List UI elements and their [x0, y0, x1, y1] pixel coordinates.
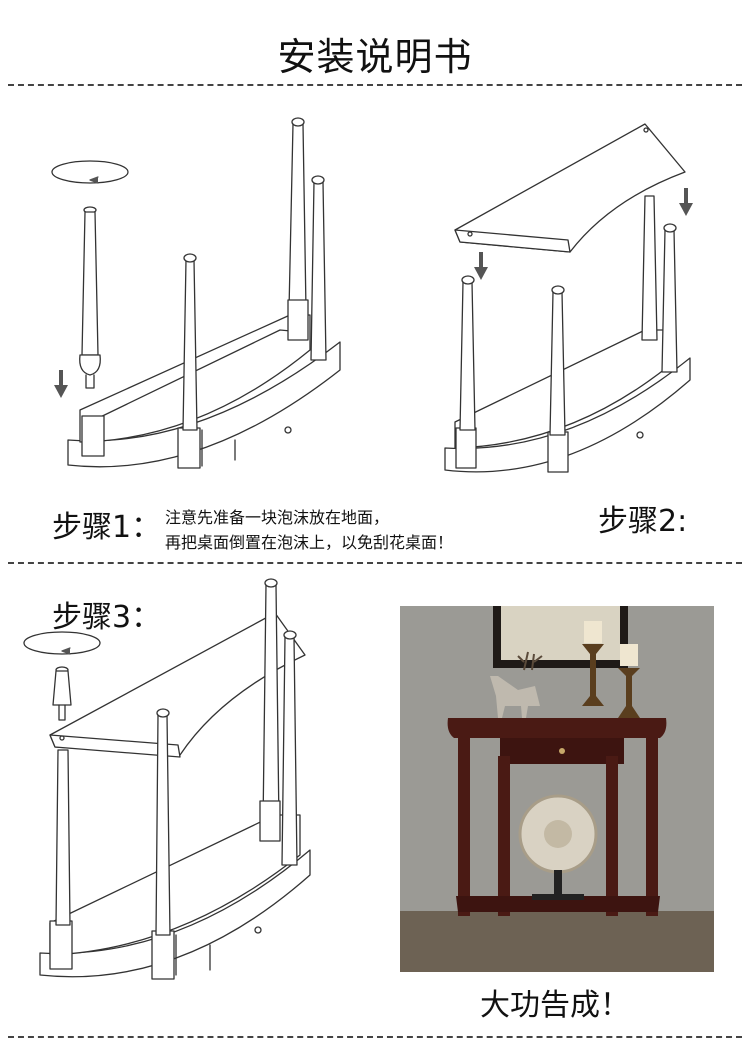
rotate-arrow-icon [23, 631, 101, 655]
step2-label: 步骤2: [598, 504, 688, 539]
standing-legs [182, 117, 327, 431]
page-title: 安装说明书 [277, 35, 473, 79]
step1-note-line2: 再把桌面倒置在泡沫上，以免刮花桌面！ [165, 533, 454, 552]
table-top-panel [454, 123, 686, 253]
down-arrow-icon [679, 188, 693, 216]
rotate-arrow-icon [51, 160, 129, 184]
step3-label: 步骤3： [52, 600, 162, 635]
step1-label: 步骤1： [52, 510, 162, 545]
loose-leg [79, 206, 101, 389]
step1-note: 注意先准备一块泡沫放在地面， 再把桌面倒置在泡沫上，以免刮花桌面！ [165, 505, 453, 555]
loose-foot [52, 666, 72, 721]
standing-legs [459, 195, 678, 436]
table-base [39, 814, 311, 980]
down-arrow-icon [474, 252, 488, 280]
finish-message: 大功告成！ [480, 988, 630, 1023]
step1-drawing [51, 117, 341, 469]
bottom-dashed-divider [8, 1036, 742, 1038]
table-top-panel [49, 612, 306, 758]
top-dashed-divider [8, 84, 742, 86]
step3-drawing [23, 578, 311, 980]
middle-dashed-divider [8, 562, 742, 564]
step1-note-line1: 注意先准备一块泡沫放在地面， [165, 508, 390, 527]
table-base [444, 329, 691, 473]
standing-legs [55, 578, 298, 936]
step2-drawing [444, 123, 693, 473]
down-arrow-icon [54, 370, 68, 398]
finished-table-illustration [400, 606, 714, 972]
finished-table-photo [400, 606, 714, 972]
